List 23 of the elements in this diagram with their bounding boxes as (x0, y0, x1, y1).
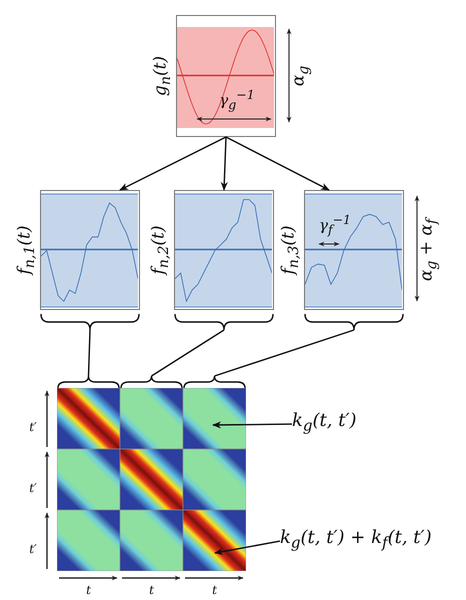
connector-line (214, 329, 354, 377)
formula-label: k$_{g}$(t, t′) (292, 410, 357, 435)
arrow (220, 136, 228, 191)
arrow (119, 136, 226, 191)
connector-line (88, 330, 91, 376)
curly-brace (304, 314, 404, 330)
axis-label: t (86, 584, 91, 596)
axis-label: t′ (29, 482, 37, 494)
axis-label: t (149, 584, 154, 596)
curly-brace (40, 314, 140, 330)
curly-brace (174, 314, 274, 330)
axis-label: t′ (29, 420, 37, 432)
connector-line (151, 329, 224, 377)
curly-brace (120, 376, 183, 388)
arrow (212, 421, 292, 428)
arrow (214, 540, 280, 556)
axis-label: t (212, 584, 217, 596)
curly-brace (57, 376, 120, 388)
arrow (226, 136, 330, 191)
formula-label: k$_{g}$(t, t′) + k$_{f}$(t, t′) (280, 527, 432, 552)
curly-brace (183, 376, 246, 388)
axis-label: t′ (29, 542, 37, 554)
heatmap-matrix (57, 388, 246, 571)
